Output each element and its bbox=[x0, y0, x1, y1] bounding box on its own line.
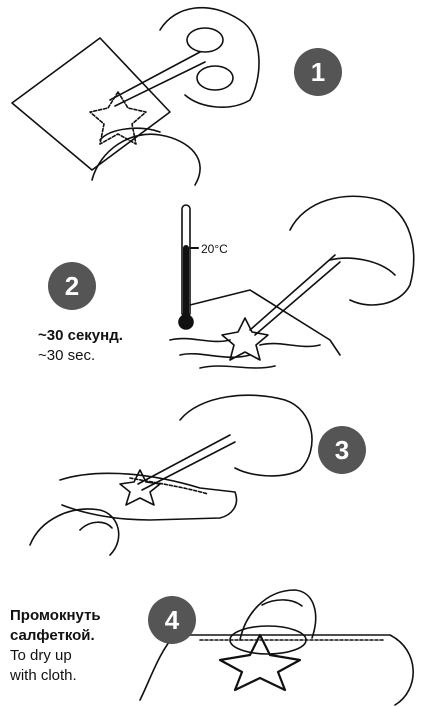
step-4-caption: Промокнуть салфеткой. To dry up with clo… bbox=[10, 606, 101, 686]
step-2-caption-ru: ~30 секунд. bbox=[38, 326, 123, 346]
step3-illustration bbox=[30, 395, 312, 555]
step-4-caption-ru-2: салфеткой. bbox=[10, 626, 101, 646]
step-2-caption: ~30 секунд. ~30 sec. bbox=[38, 326, 123, 366]
scissors-ring-1 bbox=[187, 28, 223, 52]
hand-upper bbox=[160, 8, 259, 108]
step-2-badge: 2 bbox=[48, 262, 96, 310]
finger-nail bbox=[60, 473, 237, 520]
finger-step4 bbox=[240, 590, 316, 640]
thermometer-bulb bbox=[179, 315, 193, 329]
scissors-ring-2 bbox=[197, 66, 233, 90]
step-1-badge: 1 bbox=[294, 48, 342, 96]
step2-illustration bbox=[170, 196, 414, 368]
paper-sheet bbox=[12, 38, 170, 170]
step-4-caption-ru-1: Промокнуть bbox=[10, 606, 101, 626]
water-ripples bbox=[170, 339, 320, 368]
star-in-water bbox=[222, 318, 268, 360]
tweezers bbox=[250, 255, 340, 335]
step-4-badge: 4 bbox=[148, 596, 196, 644]
star-step4 bbox=[220, 635, 300, 690]
step-3-badge: 3 bbox=[318, 426, 366, 474]
step1-illustration bbox=[12, 8, 259, 185]
step-4-caption-en-1: To dry up bbox=[10, 646, 101, 666]
nail-base bbox=[140, 635, 413, 705]
step-4-caption-en-2: with cloth. bbox=[10, 666, 101, 686]
temperature-label: 20°C bbox=[201, 242, 228, 256]
step-2-caption-en: ~30 sec. bbox=[38, 346, 123, 366]
hand-step3-top bbox=[180, 395, 312, 476]
hand-lower bbox=[92, 134, 200, 185]
